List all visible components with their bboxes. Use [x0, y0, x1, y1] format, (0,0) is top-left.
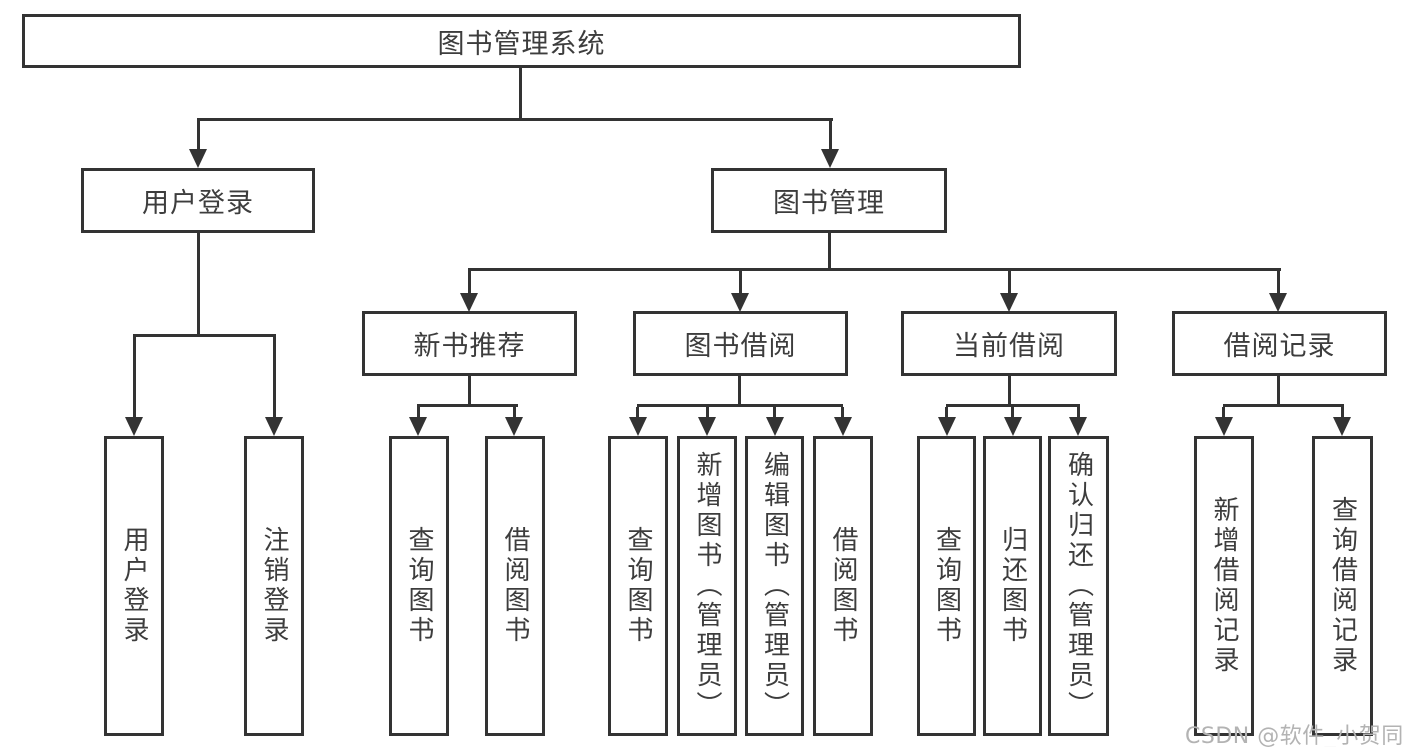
node-current-borrowing: 当前借阅	[901, 311, 1117, 376]
connector-level2-rail	[197, 118, 833, 121]
arrow-down-icon	[1269, 293, 1287, 312]
arrow-down-icon	[1333, 417, 1351, 436]
leaf-confirm-return-admin: 确认归还（管理员）	[1048, 436, 1109, 736]
leaf-query-borrow-record: 查询借阅记录	[1312, 436, 1373, 736]
connector-leaf-drop	[273, 337, 276, 418]
connector-book-management-trunk	[828, 233, 831, 271]
connector-book-borrowing-trunk	[738, 376, 741, 406]
leaf-add-borrow-record: 新增借阅记录	[1194, 436, 1254, 736]
connector-leaf-drop	[706, 407, 709, 418]
arrow-down-icon	[265, 417, 283, 436]
connector-leaf-drop	[841, 407, 844, 418]
arrow-down-icon	[1000, 293, 1018, 312]
leaf-query-books: 查询图书	[389, 436, 449, 736]
connector-book-borrowing-drop	[739, 271, 742, 294]
leaf-user-login: 用户登录	[104, 436, 164, 736]
node-book-management: 图书管理	[711, 168, 947, 233]
node-library-management-system: 图书管理系统	[22, 14, 1021, 68]
connector-borrowing-records-drop	[1277, 271, 1280, 294]
connector-leaf-drop	[133, 337, 136, 418]
connector-leaf-drop	[1011, 407, 1014, 418]
arrow-down-icon	[1004, 417, 1022, 436]
connector-leaf-drop	[1341, 407, 1344, 418]
connector-user-login-trunk	[197, 233, 200, 336]
connector-book-borrowing-rail	[637, 404, 843, 407]
arrow-down-icon	[1069, 417, 1087, 436]
node-user-login: 用户登录	[81, 168, 315, 233]
arrow-down-icon	[629, 417, 647, 436]
connector-current-borrowing-trunk	[1008, 376, 1011, 406]
connector-new-books-drop	[468, 271, 471, 294]
leaf-query-books: 查询图书	[608, 436, 668, 736]
arrow-down-icon	[698, 417, 716, 436]
arrow-down-icon	[834, 417, 852, 436]
arrow-down-icon	[189, 149, 207, 168]
leaf-logout: 注销登录	[244, 436, 304, 736]
connector-current-borrowing-rail	[946, 404, 1080, 407]
leaf-borrow-books: 借阅图书	[485, 436, 545, 736]
connector-new-books-rail	[417, 404, 518, 407]
arrow-down-icon	[460, 293, 478, 312]
leaf-borrow-books: 借阅图书	[813, 436, 873, 736]
csdn-watermark: CSDN @软件_小贺同学	[1185, 724, 1405, 747]
node-new-books: 新书推荐	[362, 311, 577, 376]
connector-level3-rail	[468, 268, 1281, 271]
leaf-return-books: 归还图书	[983, 436, 1042, 736]
connector-leaf-drop	[1222, 407, 1225, 418]
arrow-down-icon	[938, 417, 956, 436]
arrow-down-icon	[821, 149, 839, 168]
connector-user-login-rail	[133, 334, 276, 337]
arrow-down-icon	[731, 293, 749, 312]
arrow-down-icon	[1215, 417, 1233, 436]
connector-book-management-drop	[829, 121, 832, 151]
connector-borrowing-records-trunk	[1277, 376, 1280, 406]
connector-user-login-drop	[197, 121, 200, 151]
arrow-down-icon	[766, 417, 784, 436]
connector-leaf-drop	[773, 407, 776, 418]
arrow-down-icon	[505, 417, 523, 436]
connector-leaf-drop	[417, 407, 420, 418]
connector-borrowing-records-rail	[1223, 404, 1344, 407]
node-book-borrowing: 图书借阅	[633, 311, 848, 376]
connector-root-trunk	[519, 68, 522, 120]
connector-leaf-drop	[636, 407, 639, 418]
arrow-down-icon	[125, 417, 143, 436]
node-borrowing-records: 借阅记录	[1172, 311, 1387, 376]
connector-leaf-drop	[945, 407, 948, 418]
leaf-query-books: 查询图书	[917, 436, 976, 736]
connector-new-books-trunk	[468, 376, 471, 406]
arrow-down-icon	[409, 417, 427, 436]
leaf-add-books-admin: 新增图书（管理员）	[677, 436, 737, 736]
connector-leaf-drop	[1077, 407, 1080, 418]
connector-leaf-drop	[513, 407, 516, 418]
connector-current-borrowing-drop	[1008, 271, 1011, 294]
leaf-edit-books-admin: 编辑图书（管理员）	[745, 436, 804, 736]
